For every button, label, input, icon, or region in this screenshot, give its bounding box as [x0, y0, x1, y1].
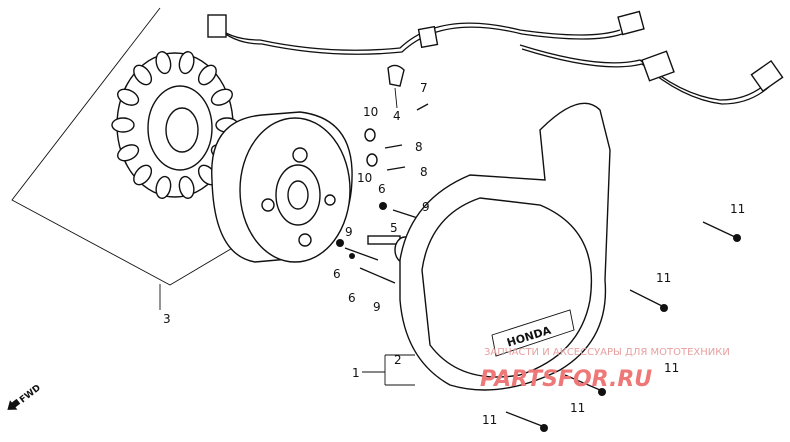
callout-9c: 9 [373, 300, 381, 314]
watermark-brand: PARTSFOR.RU [480, 367, 652, 392]
watermark: ЗАПЧАСТИ И АКСЕССУАРЫ ДЛЯ МОТОТЕХНИКИ PA… [480, 347, 730, 392]
stator-coil-pole [117, 144, 140, 162]
stator-coil-pole [197, 64, 217, 86]
callout-8a: 8 [415, 140, 423, 154]
callout-11d: 11 [570, 401, 585, 415]
fwd-marker: FWD [7, 383, 43, 410]
callout-8b: 8 [420, 165, 428, 179]
wiring-harness [207, 10, 784, 105]
callout-6c: 6 [348, 291, 356, 305]
stator-coil-pole [111, 117, 135, 133]
crankcase-cover: HONDA [399, 102, 611, 391]
leader-lines [159, 87, 415, 386]
callout-11b: 11 [656, 271, 671, 285]
callout-7: 7 [420, 81, 428, 95]
callout-9a: 9 [422, 200, 430, 214]
callout-10a: 10 [363, 105, 378, 119]
stator-coil-pole [178, 175, 195, 199]
callout-1: 1 [352, 366, 360, 380]
flywheel-rotor [211, 111, 353, 263]
callout-11a: 11 [730, 202, 745, 216]
stator-coil-pole [178, 51, 195, 75]
callout-4: 4 [393, 109, 401, 123]
stator-coil-pole [155, 51, 172, 75]
stator-coil-pole [133, 64, 153, 86]
callout-6b: 6 [333, 267, 341, 281]
watermark-tagline: ЗАПЧАСТИ И АКСЕССУАРЫ ДЛЯ МОТОТЕХНИКИ [484, 347, 730, 358]
fwd-label: FWD [18, 383, 43, 405]
callout-labels: 1 2 3 4 5 6 6 6 7 8 8 9 9 9 10 10 11 11 … [163, 81, 745, 427]
callout-11c: 11 [664, 361, 679, 375]
callout-6a: 6 [378, 182, 386, 196]
stator-coil-pole [210, 88, 233, 106]
callout-5: 5 [390, 221, 398, 235]
stator [111, 51, 239, 199]
callout-10b: 10 [357, 171, 372, 185]
stator-coil-pole [155, 175, 172, 199]
callout-11e: 11 [482, 413, 497, 427]
callout-9b: 9 [345, 225, 353, 239]
callout-2: 2 [394, 353, 402, 367]
stator-coil-pole [133, 164, 153, 186]
callout-3: 3 [163, 312, 171, 326]
stator-coil-pole [117, 88, 140, 106]
cover-bolts [505, 221, 741, 432]
